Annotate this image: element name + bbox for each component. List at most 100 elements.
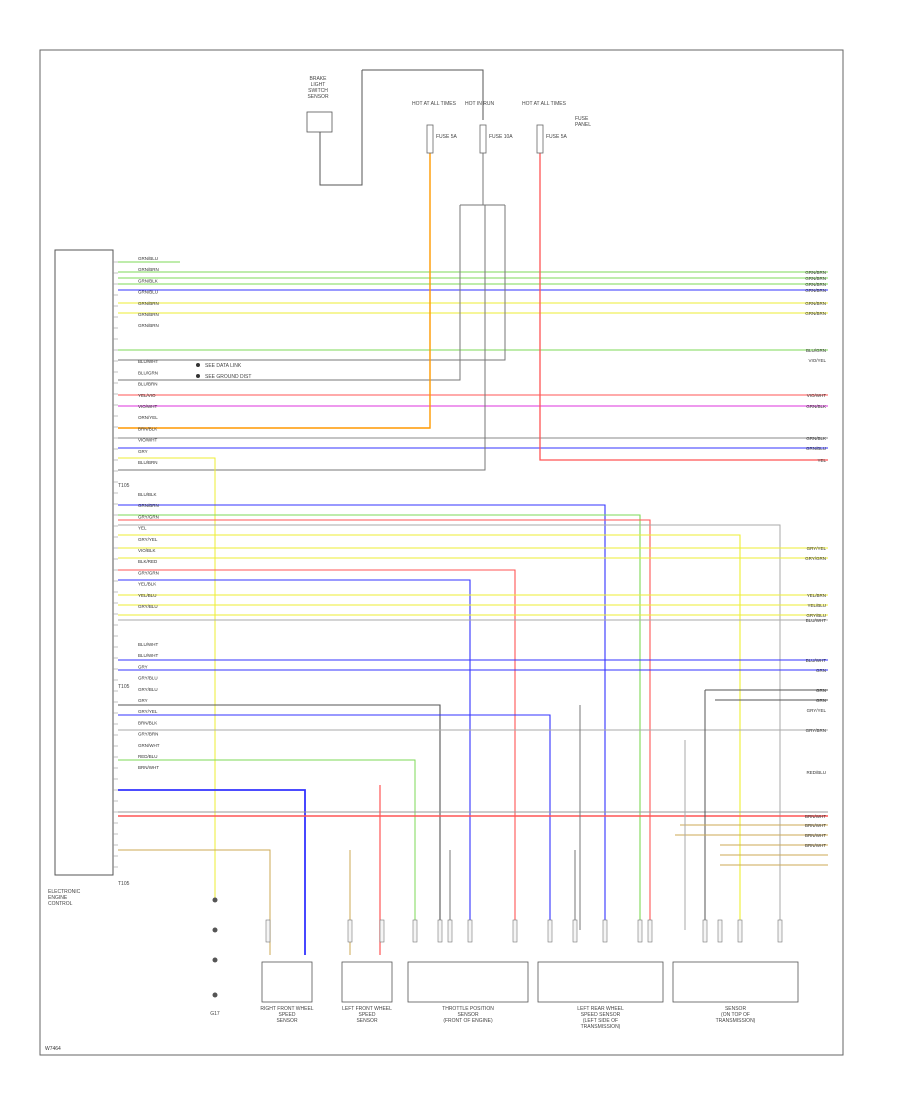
right-wire-label: GRN/BLK xyxy=(806,436,826,441)
yellow-down xyxy=(118,457,216,900)
left-wire-label: GRY xyxy=(138,449,148,454)
left-wire-label: GRN/WHT xyxy=(138,743,160,748)
left-wire-label: GRN/BRN xyxy=(138,323,159,328)
wire-to-fuse2b xyxy=(118,205,461,381)
mid-wire xyxy=(118,519,651,930)
right-wire-label: YEL/BLU xyxy=(807,603,826,608)
left-wire-label: GRY/BRN xyxy=(138,732,158,737)
left-wire-label: GRY/BLU xyxy=(138,604,158,609)
left-wire-label: GRY/GRN xyxy=(138,570,159,575)
left-wire-label: BLK/RED xyxy=(138,559,158,564)
left-wire-label: BLU/WHT xyxy=(138,642,159,647)
ground-node xyxy=(212,992,218,998)
right-wire-label: VIO/WHT xyxy=(807,393,826,398)
tps-sensor xyxy=(407,961,529,1003)
ground-node xyxy=(212,957,218,963)
left-wire-label: VIO/BLK xyxy=(138,548,156,553)
ecm-box xyxy=(54,249,114,876)
fuse-icon xyxy=(479,124,487,154)
right-wire-label: GRN/BRN xyxy=(805,270,826,275)
left-wire-label: GRN/BLU xyxy=(138,290,158,295)
right-wire-label: GRN/BRN xyxy=(805,282,826,287)
ecm-label: CONTROL xyxy=(48,901,73,907)
left-wire-label: VIO/WHT xyxy=(138,404,157,409)
component-label: LEFT REAR WHEEL xyxy=(577,1006,624,1012)
pin-connector xyxy=(737,919,743,943)
left-wire-label: GRN/BLU xyxy=(138,256,158,261)
top-component-label: SENSOR xyxy=(307,94,329,100)
component-label: (LEFT SIDE OF xyxy=(583,1018,618,1024)
right-wire-label: GRN/BLU xyxy=(806,446,826,451)
component-label: SPEED SENSOR xyxy=(581,1012,621,1018)
right-wire-label: GRN/BRN xyxy=(805,301,826,306)
mid-wire xyxy=(118,534,741,930)
left-wire-label: YEL/BLU xyxy=(138,593,157,598)
connector-b-label: T105 xyxy=(118,684,130,690)
wires-layer xyxy=(118,69,828,955)
mid-wire xyxy=(118,569,516,930)
left-wire-label: GRY xyxy=(138,664,148,669)
left-wire-label: BLU/WHT xyxy=(138,359,159,364)
left-wire-label: GRY xyxy=(138,698,148,703)
left-wire-label: GRN/BRN xyxy=(138,503,159,508)
left-wire-label: BRN/WHT xyxy=(138,765,159,770)
component-label: SENSOR xyxy=(725,1006,747,1012)
mid-wire xyxy=(118,504,606,930)
pin-connector xyxy=(265,919,271,943)
right-wire-label: GRN/BLK xyxy=(806,404,826,409)
components-layer xyxy=(54,111,799,1003)
diagram-border xyxy=(39,49,844,1056)
pin-connector xyxy=(717,919,723,943)
component-label: TRANSMISSION) xyxy=(581,1024,621,1030)
splice-dot xyxy=(196,374,200,378)
right-wire-label: BRN/WHT xyxy=(805,814,826,819)
red-fuse-wire xyxy=(539,130,828,461)
left-wire-label: BLU/GRN xyxy=(138,370,158,375)
right-wire-label: BLU/GRN xyxy=(806,348,826,353)
ground-label: G17 xyxy=(210,1011,220,1017)
right-wire-label: GRY/YEL xyxy=(807,546,827,551)
left-wire-label: GRN/BRN xyxy=(138,301,159,306)
pin-connector xyxy=(647,919,653,943)
fuse-sublabel: FUSE 5A xyxy=(546,134,568,140)
left-wire-label: BRN/BLK xyxy=(138,720,157,725)
pin-connector xyxy=(437,919,443,943)
right-wire-label: BRN/WHT xyxy=(805,823,826,828)
orange-fuse-wire xyxy=(118,130,431,429)
fuse-label: HOT AT ALL TIMES xyxy=(412,101,457,107)
left-wire-label: GRY/YEL xyxy=(138,537,158,542)
pin-connector xyxy=(412,919,418,943)
left-wire-label: BLU/BRN xyxy=(138,460,158,465)
right-wire-label: YEL xyxy=(817,458,826,463)
right-wire-label: RED/BLU xyxy=(806,770,826,775)
left-wire-label: VIO/WHT xyxy=(138,438,157,443)
fuse-icon xyxy=(536,124,544,154)
ecm-label: ELECTRONIC xyxy=(48,889,81,895)
top-component-label: LIGHT xyxy=(311,82,326,88)
left-wire-label: GRY/YEL xyxy=(138,709,158,714)
right-wire-label: BRN/WHT xyxy=(805,833,826,838)
trans-sensor xyxy=(672,961,799,1003)
left-wire-label: ORN/YEL xyxy=(138,415,158,420)
pin-connector xyxy=(777,919,783,943)
right-wire-label: GRY/BRN xyxy=(806,728,826,733)
right-wire-label: GRN xyxy=(816,688,826,693)
brake-switch xyxy=(306,111,333,133)
component-label: (FRONT OF ENGINE) xyxy=(443,1018,493,1024)
right-wire-label: BRN/WHT xyxy=(805,843,826,848)
mid-wire xyxy=(118,579,471,930)
side-note: SEE DATA LINK xyxy=(205,363,242,369)
fuse-sublabel: FUSE 5A xyxy=(436,134,458,140)
low-wire xyxy=(118,849,271,955)
pin-connector xyxy=(447,919,453,943)
fuse-extra: PANEL xyxy=(575,122,591,128)
splice-dot xyxy=(196,363,200,367)
pin-connector xyxy=(572,919,578,943)
right-wire-label: VIO/YEL xyxy=(808,358,826,363)
rf-wheel-sensor xyxy=(261,961,313,1003)
left-wire-label: GRN/BRN xyxy=(138,267,159,272)
left-wire-label: GRY/BLU xyxy=(138,687,158,692)
left-wire-label: BRN/BLK xyxy=(138,426,157,431)
